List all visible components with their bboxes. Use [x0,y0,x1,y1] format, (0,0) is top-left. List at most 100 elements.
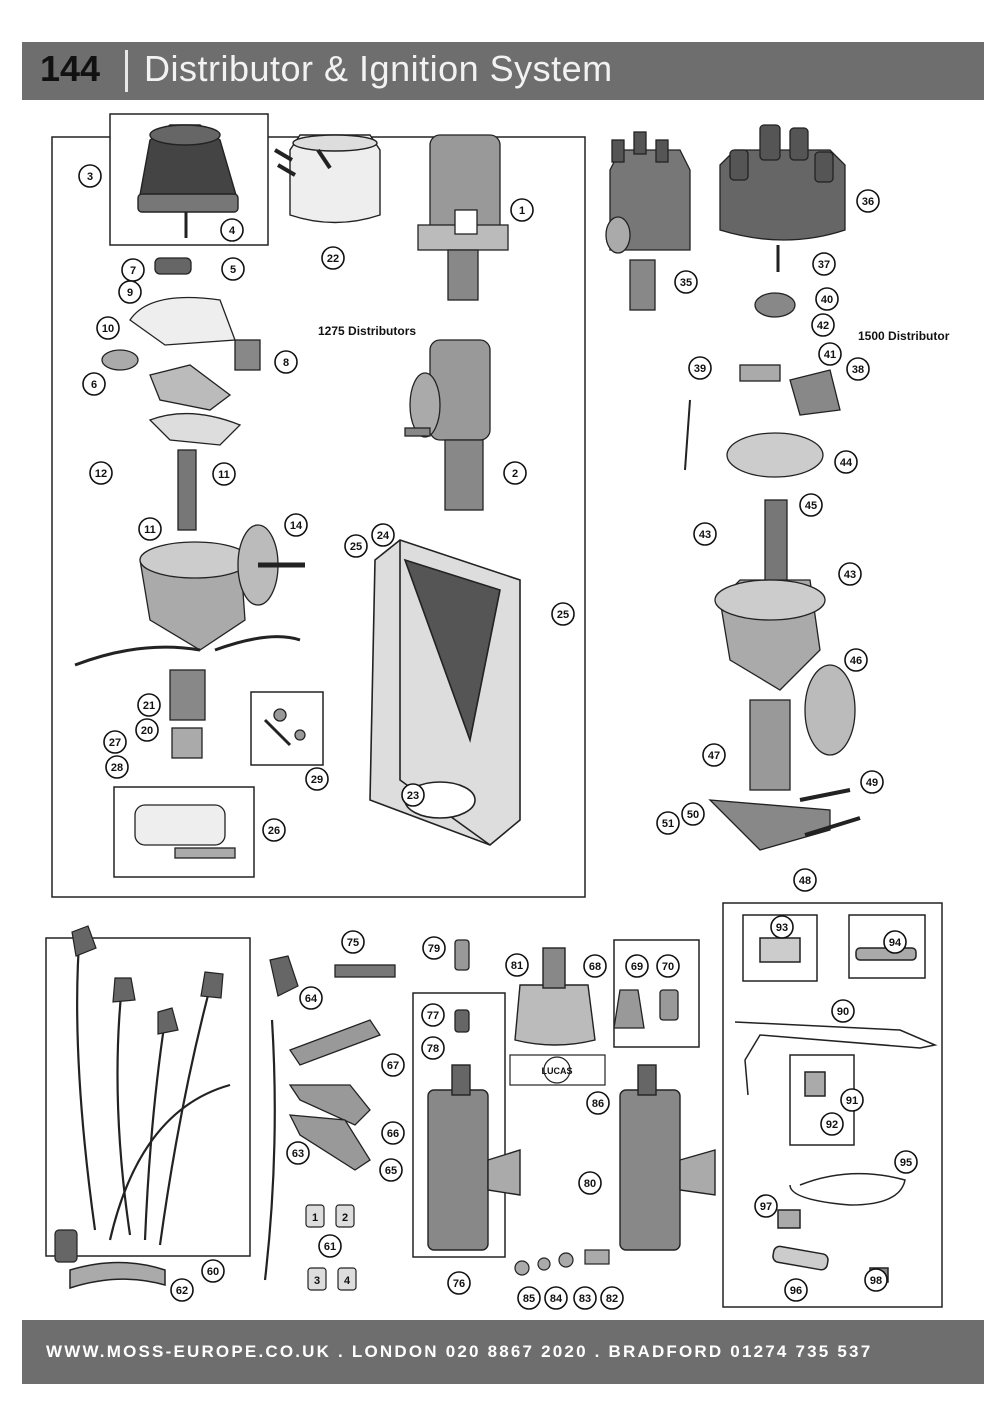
callout-11b: 11 [138,517,162,541]
plug-caps [288,964,396,1171]
lead-marker-1: 1 [312,1212,318,1224]
callout-number: 12 [95,468,107,480]
frame-leads [45,937,251,1257]
callout-81: 81 [505,953,529,977]
callout-50: 50 [681,802,705,826]
callout-97: 97 [754,1194,778,1218]
callout-77: 77 [421,1003,445,1027]
footer-contact: WWW.MOSS-EUROPE.CO.UK . LONDON 020 8867 … [46,1342,873,1361]
callout-43b: 43 [838,562,862,586]
distributor-2 [404,339,491,511]
callout-49: 49 [860,770,884,794]
callout-number: 79 [428,943,440,955]
lead-markers-61 [305,1204,357,1291]
callout-number: 38 [852,364,864,376]
coil-80 [619,1064,716,1251]
callout-number: 98 [870,1275,882,1287]
callout-84: 84 [544,1286,568,1310]
callout-65: 65 [379,1158,403,1182]
callout-number: 60 [207,1266,219,1278]
distributor-cap-3 [137,124,239,238]
distributor-exploded-1275 [74,257,306,859]
callout-number: 42 [817,320,829,332]
callout-26: 26 [262,818,286,842]
callout-number: 28 [111,762,123,774]
wiring-harness [734,937,938,1283]
callout-number: 96 [790,1285,802,1297]
frame-coil-boots [613,939,700,1048]
callout-36: 36 [856,189,880,213]
callout-94: 94 [883,930,907,954]
callout-25a: 25 [344,534,368,558]
callout-43a: 43 [693,522,717,546]
callout-61: 61 [318,1234,342,1258]
callout-1: 1 [510,198,534,222]
label-1275-distributors: 1275 Distributors [318,324,417,338]
callout-number: 77 [427,1010,439,1022]
distributor-35 [605,131,691,311]
coil-81 [514,947,596,1046]
callout-66: 66 [381,1121,405,1145]
callout-number: 45 [805,500,817,512]
callout-number: 51 [662,818,674,830]
callout-10: 10 [96,316,120,340]
callout-number: 78 [427,1043,439,1055]
callout-23: 23 [401,783,425,807]
callout-number: 43 [844,569,856,581]
callout-96: 96 [784,1278,808,1302]
frame-coil-76 [412,992,506,1258]
ht-leads [54,925,231,1263]
callout-number: 26 [268,825,280,837]
callout-11a: 11 [212,462,236,486]
callout-63: 63 [286,1141,310,1165]
callout-82: 82 [600,1286,624,1310]
frame-part-94 [848,914,926,979]
frame-part-29 [250,691,324,766]
callout-4: 4 [220,218,244,242]
page-footer: WWW.MOSS-EUROPE.CO.UK . LONDON 020 8867 … [22,1320,984,1384]
callout-number: 25 [350,541,362,553]
callout-number: 10 [102,323,114,335]
coil-hardware [514,1249,610,1276]
coil-76 [427,1064,521,1251]
callout-number: 29 [311,774,323,786]
callout-number: 80 [584,1178,596,1190]
callout-64: 64 [299,986,323,1010]
callout-60: 60 [201,1259,225,1283]
callout-number: 63 [292,1148,304,1160]
page-title: Distributor & Ignition System [144,48,613,89]
callout-number: 90 [837,1006,849,1018]
callout-number: 47 [708,750,720,762]
distributor-exploded-1500 [684,292,861,851]
lead-marker-4: 4 [344,1275,351,1287]
callout-number: 86 [592,1098,604,1110]
callout-14: 14 [284,513,308,537]
callout-number: 70 [662,961,674,973]
callout-number: 94 [889,937,902,949]
callout-number: 27 [109,737,121,749]
callout-39: 39 [688,356,712,380]
callout-68: 68 [583,954,607,978]
callout-42: 42 [811,313,835,337]
callout-number: 14 [290,520,303,532]
callout-75: 75 [341,930,365,954]
callout-number: 62 [176,1285,188,1297]
callout-21: 21 [137,693,161,717]
callout-number: 5 [230,264,236,276]
callout-number: 36 [862,196,874,208]
callout-27: 27 [103,730,127,754]
callout-number: 3 [87,171,93,183]
callout-number: 65 [385,1165,397,1177]
callout-number: 93 [776,922,788,934]
callout-number: 76 [453,1278,465,1290]
callout-8: 8 [274,350,298,374]
callout-86: 86 [586,1091,610,1115]
callout-number: 91 [846,1095,858,1107]
callout-number: 95 [900,1157,912,1169]
callout-number: 49 [866,777,878,789]
callout-91: 91 [840,1088,864,1112]
callout-number: 97 [760,1201,772,1213]
callout-45: 45 [799,493,823,517]
callout-79: 79 [422,936,446,960]
